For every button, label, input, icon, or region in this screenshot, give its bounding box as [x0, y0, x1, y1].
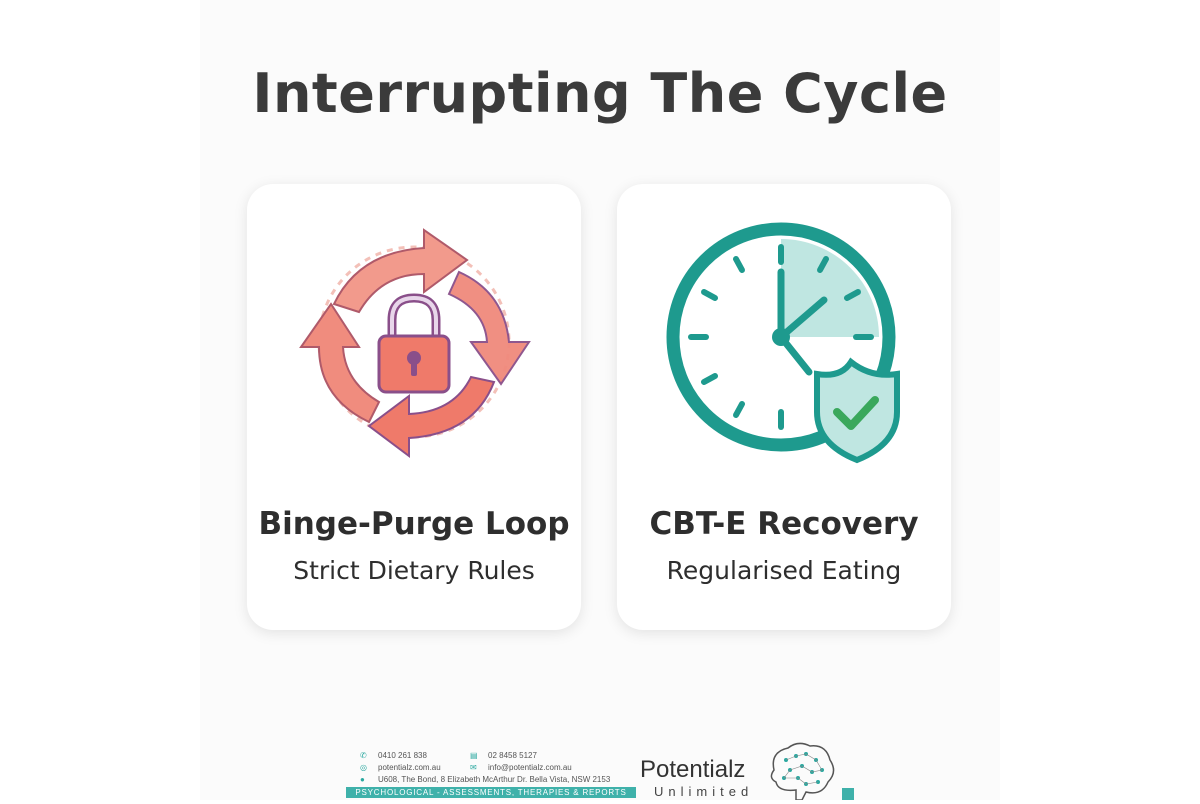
- card-binge-purge: Binge-Purge Loop Strict Dietary Rules: [247, 184, 581, 630]
- contact-address: ●U608, The Bond, 8 Elizabeth McArthur Dr…: [360, 775, 611, 784]
- contact-email[interactable]: ✉info@potentialz.com.au: [470, 763, 572, 772]
- card-title: CBT-E Recovery: [649, 506, 919, 542]
- clock-shield-icon: [659, 212, 909, 472]
- brand-subtitle: Unlimited: [654, 784, 754, 799]
- globe-icon: ◎: [360, 763, 367, 772]
- contact-phone: ✆0410 261 838: [360, 751, 427, 760]
- page-title: Interrupting The Cycle: [252, 62, 948, 125]
- card-subtitle: Regularised Eating: [666, 556, 902, 585]
- fax-icon: ▤: [470, 751, 478, 760]
- email-icon: ✉: [470, 763, 477, 772]
- card-cbt-e-recovery: CBT-E Recovery Regularised Eating: [617, 184, 951, 630]
- card-subtitle: Strict Dietary Rules: [293, 556, 535, 585]
- brand-name: Potentialz: [640, 756, 746, 783]
- brain-logo-icon: [762, 740, 838, 801]
- tagline-banner: PSYCHOLOGICAL - ASSESSMENTS, THERAPIES &…: [346, 787, 636, 798]
- brand-accent-square: [842, 788, 854, 800]
- location-pin-icon: ●: [360, 775, 365, 784]
- cycle-lock-icon: [289, 212, 539, 472]
- contact-website[interactable]: ◎potentialz.com.au: [360, 763, 441, 772]
- contact-fax: ▤02 8458 5127: [470, 751, 537, 760]
- card-title: Binge-Purge Loop: [258, 506, 570, 542]
- footer: ✆0410 261 838 ◎potentialz.com.au ●U608, …: [340, 740, 860, 801]
- phone-icon: ✆: [360, 751, 367, 760]
